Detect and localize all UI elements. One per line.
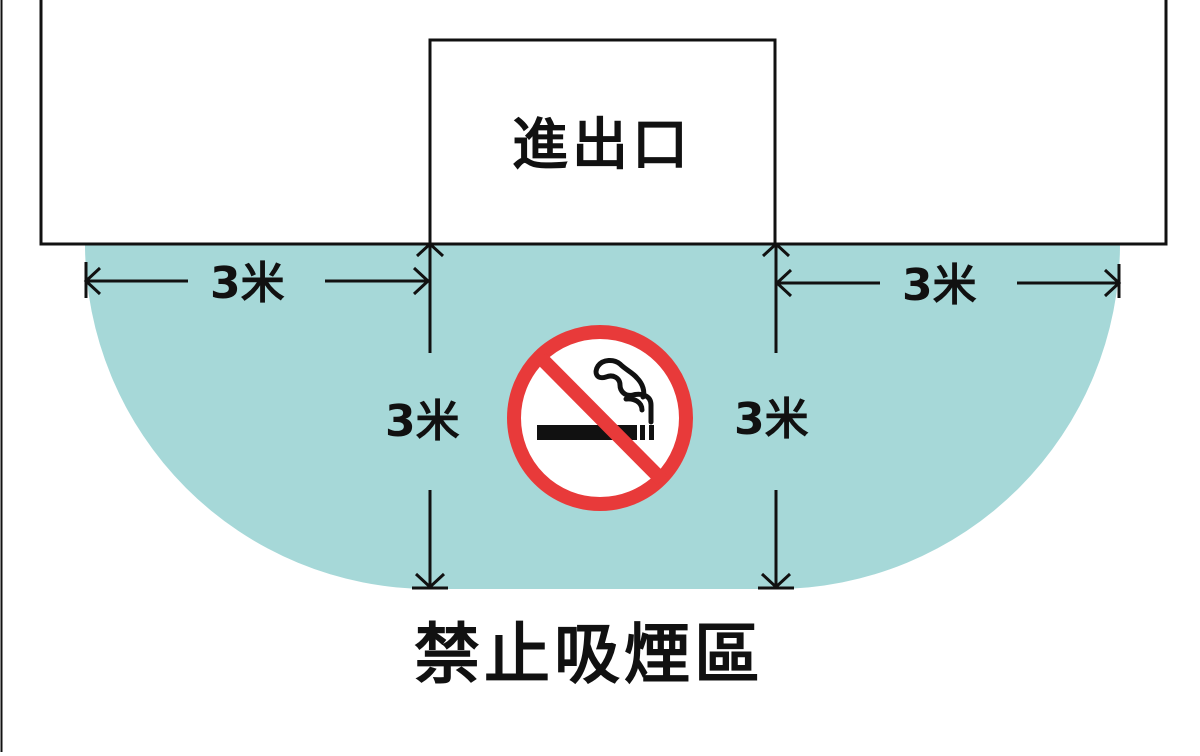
right-horizontal-distance-label: 3米	[902, 260, 977, 311]
right-vertical-dimension	[758, 241, 794, 590]
left-horizontal-distance-label: 3米	[210, 258, 285, 309]
right-vertical-distance-label: 3米	[734, 394, 809, 445]
entrance-box	[428, 38, 777, 246]
left-vertical-dimension	[412, 241, 448, 590]
left-horizontal-dimension	[83, 262, 431, 298]
left-vertical-distance-label: 3米	[385, 396, 460, 447]
entrance-label: 進出口	[512, 113, 692, 178]
no-smoking-icon	[507, 325, 693, 511]
zone-title: 禁止吸煙區	[414, 616, 764, 693]
